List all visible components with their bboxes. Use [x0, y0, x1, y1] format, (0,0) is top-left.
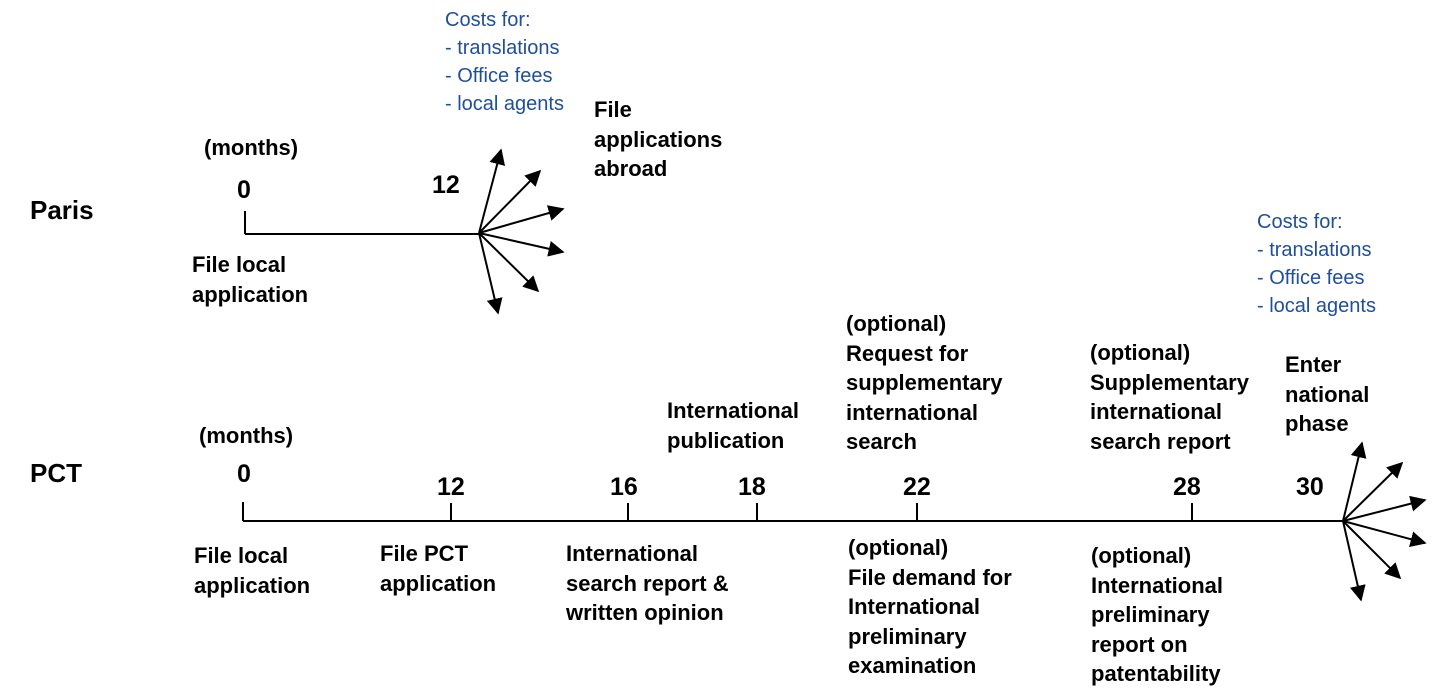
pct-units-label: (months) [199, 423, 294, 448]
event-preliminary-report-patentability: (optional) International preliminary rep… [1091, 543, 1224, 686]
event-file-local-application: File local application [194, 543, 311, 598]
pct-timeline [242, 441, 1427, 602]
event-file-pct-application: File PCT application [380, 541, 497, 596]
event-enter-national-phase: Enter national phase [1285, 352, 1370, 436]
paris-costs-note: Costs for: - translations - Office fees … [445, 9, 564, 115]
pct-row-label: PCT [30, 458, 82, 488]
arrow-icon [1342, 461, 1404, 522]
event-file-demand-examination: (optional) File demand for International… [848, 535, 1012, 678]
event-supplementary-search-report: (optional) Supplementary international s… [1090, 340, 1249, 454]
pct-tick-label-28: 28 [1173, 473, 1201, 501]
paris-start-event: File local application [192, 252, 309, 307]
arrow-icon [1342, 495, 1427, 522]
arrow-icon [1342, 441, 1367, 522]
paris-units-label: (months) [204, 135, 299, 160]
pct-tick-label-30: 30 [1296, 473, 1324, 501]
paris-row-label: Paris [30, 195, 94, 225]
pct-tick-label-22: 22 [903, 473, 931, 501]
arrow-icon [478, 232, 540, 293]
arrow-icon [1342, 520, 1366, 602]
arrow-icon [1342, 520, 1427, 547]
arrow-icon [478, 148, 506, 234]
pct-fanout-arrows [1342, 441, 1427, 602]
arrow-icon [1342, 520, 1402, 580]
arrow-icon [478, 205, 565, 234]
pct-costs-note: Costs for: - translations - Office fees … [1257, 211, 1376, 317]
paris-timeline [244, 148, 565, 315]
pct-tick-label-18: 18 [738, 473, 766, 501]
paris-tick-label-12: 12 [432, 171, 460, 199]
arrow-icon [478, 232, 565, 257]
paris-end-event: File applications abroad [594, 97, 723, 181]
arrow-icon [478, 169, 542, 234]
event-supplementary-search-request: (optional) Request for supplementary int… [846, 311, 1003, 454]
pct-tick-label-16: 16 [610, 473, 638, 501]
paris-fanout-arrows [478, 148, 565, 315]
arrow-icon [478, 232, 503, 315]
pct-tick-label-0: 0 [237, 460, 251, 488]
event-international-publication: International publication [667, 398, 800, 453]
paris-tick-label-0: 0 [237, 176, 251, 204]
pct-tick-label-12: 12 [437, 473, 465, 501]
event-international-search-report: International search report & written op… [566, 541, 729, 625]
